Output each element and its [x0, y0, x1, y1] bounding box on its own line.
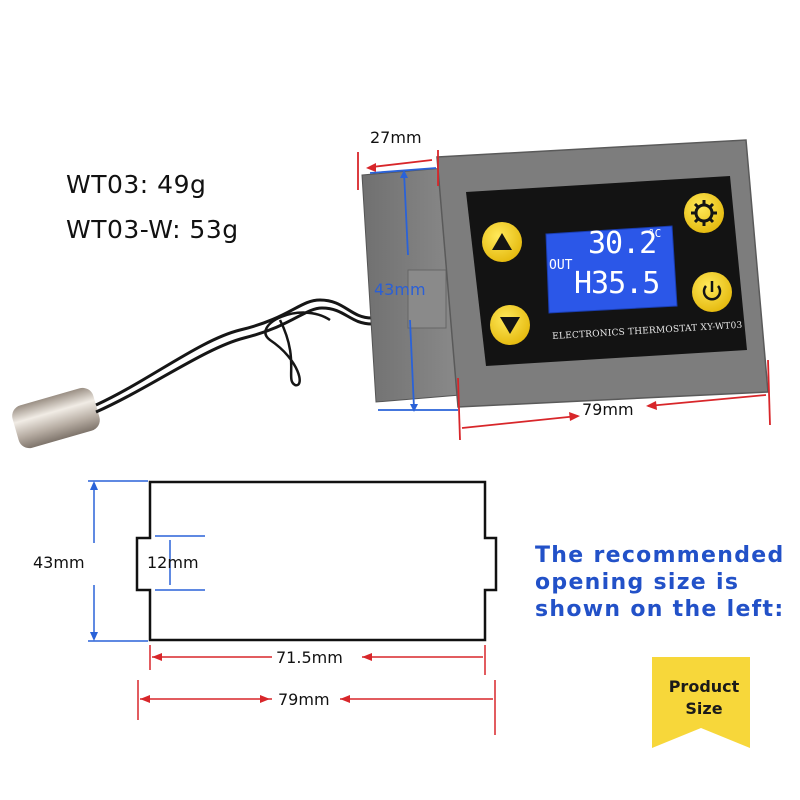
recommendation-line-2: opening size is: [535, 570, 740, 595]
gear-button[interactable]: [684, 193, 724, 233]
weight-wt03w: WT03-W: 53g: [66, 215, 239, 244]
depth-dimension: [357, 150, 439, 190]
cutout-height-dimension: [88, 480, 148, 642]
cutout-notch-label: 12mm: [147, 553, 199, 572]
gear-icon: [691, 200, 717, 226]
width-dimension: [457, 359, 771, 441]
lcd-humidity: H35.5: [574, 266, 660, 301]
cutout-height-label: 43mm: [33, 553, 85, 572]
product-size-badge: Product Size: [652, 676, 756, 720]
temperature-probe: [12, 298, 373, 449]
lcd-temperature: 30.2: [588, 226, 657, 261]
recommendation-line-3: shown on the left:: [535, 597, 785, 622]
lcd-unit: °C: [648, 227, 662, 240]
product-size-badge-shape: [652, 657, 750, 748]
power-icon: [702, 281, 722, 301]
cutout-outline: [135, 480, 498, 642]
cutout-outer-width-label: 79mm: [278, 690, 330, 709]
width-label: 79mm: [582, 400, 634, 419]
notch-dimension: [155, 535, 205, 591]
badge-line-1: Product: [668, 677, 740, 696]
weight-wt03: WT03: 49g: [66, 170, 207, 199]
depth-label: 27mm: [370, 128, 422, 147]
recommendation-text: The recommended opening size is shown on…: [535, 542, 785, 623]
outer-width-dimension: [137, 680, 496, 735]
lcd-out-label: OUT: [549, 258, 573, 273]
recommendation-line-1: The recommended: [535, 543, 785, 568]
lcd-display: [545, 225, 678, 314]
power-button[interactable]: [692, 272, 732, 312]
cutout-inner-width-label: 71.5mm: [276, 648, 343, 667]
badge-line-2: Size: [685, 699, 723, 718]
down-arrow-icon: [500, 317, 520, 334]
side-height-label: 43mm: [374, 280, 426, 299]
down-arrow-button[interactable]: [490, 305, 530, 345]
inner-width-dimension: [149, 645, 486, 675]
height-dimension: [369, 167, 458, 412]
up-arrow-icon: [492, 233, 512, 250]
up-arrow-button[interactable]: [482, 222, 522, 262]
